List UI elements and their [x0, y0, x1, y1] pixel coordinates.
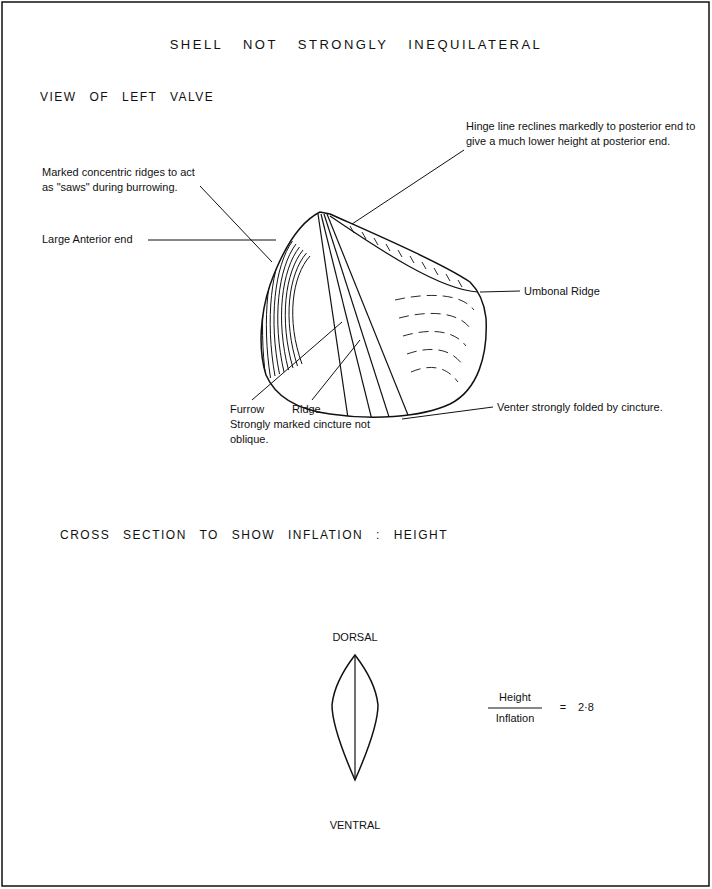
- callout-note: Ridge: [292, 402, 342, 417]
- callout-note: Marked concentric ridges to act as "saws…: [42, 165, 198, 195]
- callout-note: Large Anterior end: [42, 232, 146, 247]
- section-heading: CROSS SECTION TO SHOW INFLATION : HEIGHT: [60, 528, 620, 543]
- callout-note: Umbonal Ridge: [524, 284, 634, 299]
- fraction-bar: [488, 708, 542, 709]
- callout-note: Strongly marked cincture not oblique.: [230, 417, 390, 447]
- section-heading: VIEW OF LEFT VALVE: [40, 90, 340, 105]
- commissure-line: [354, 655, 355, 780]
- ratio-term: Inflation: [465, 711, 565, 726]
- callout-note: Furrow: [230, 402, 280, 417]
- orientation-label: VENTRAL: [295, 818, 415, 833]
- orientation-label: DORSAL: [295, 630, 415, 645]
- shell-markings: [263, 214, 478, 420]
- title: SHELL NOT STRONGLY INEQUILATERAL: [10, 37, 702, 52]
- callout-note: Hinge line reclines markedly to posterio…: [466, 119, 704, 149]
- callout-note: Venter strongly folded by cincture.: [497, 400, 677, 415]
- ratio-term: Height: [465, 690, 565, 705]
- leader-lines: [148, 150, 520, 419]
- ratio-sign: =: [553, 700, 573, 715]
- shell-outline: [261, 212, 486, 417]
- ratio-value: 2·8: [578, 700, 628, 715]
- cross-section: [332, 655, 378, 780]
